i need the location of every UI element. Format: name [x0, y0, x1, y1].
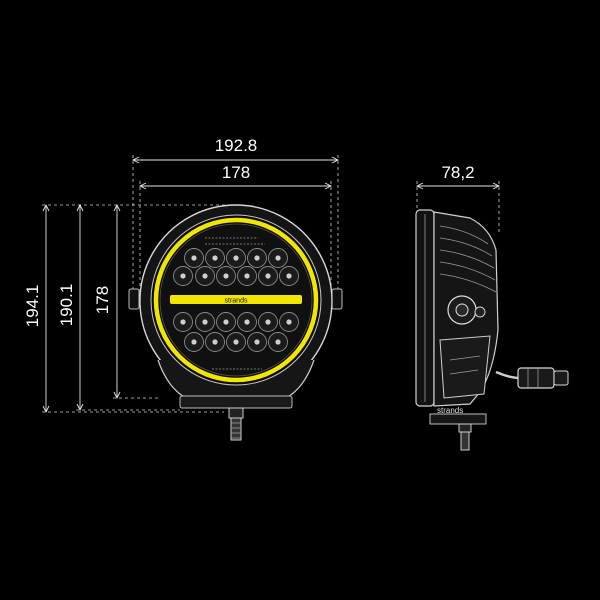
- led-dot: [265, 319, 271, 325]
- height-dimension-194: 194.1: [23, 203, 230, 414]
- side-bolt-thread: [460, 431, 470, 451]
- dim-label-178-width: 178: [222, 163, 250, 182]
- dim-label-78-2: 78,2: [441, 163, 474, 182]
- led-dot: [286, 319, 292, 325]
- power-connector: [517, 367, 555, 389]
- side-screw: [474, 306, 486, 318]
- led-dot: [286, 273, 292, 279]
- led-dot: [191, 339, 197, 345]
- power-connector-plug: [553, 370, 569, 386]
- led-dot: [202, 319, 208, 325]
- front-view-lamp: strands: [128, 204, 343, 441]
- housing-base-plate: [179, 395, 293, 409]
- side-view-lamp: strands: [415, 209, 569, 451]
- height-dimension-190: 190.1: [57, 203, 180, 412]
- led-dot: [180, 319, 186, 325]
- mount-bolt-thread: [230, 417, 242, 441]
- reflector-cells: [173, 248, 299, 352]
- dim-label-194-1: 194.1: [23, 285, 42, 328]
- dim-label-190-1: 190.1: [57, 284, 76, 327]
- drl-bar: [170, 295, 302, 304]
- halo-ring: [153, 217, 319, 383]
- width-dimension-178: 178: [138, 163, 333, 295]
- dim-label-192-8: 192.8: [215, 136, 258, 155]
- front-brand-label: strands: [225, 298, 248, 305]
- led-dot: [233, 339, 239, 345]
- depth-dimension-78: 78,2: [415, 163, 501, 232]
- led-dot: [223, 273, 229, 279]
- led-dot: [202, 273, 208, 279]
- side-bracket: [439, 335, 491, 399]
- led-dot: [233, 255, 239, 261]
- cooling-fins: [439, 225, 497, 293]
- led-dot: [244, 319, 250, 325]
- led-dot: [212, 255, 218, 261]
- power-cable: [495, 370, 521, 380]
- led-dot: [212, 339, 218, 345]
- led-dot: [244, 273, 250, 279]
- adjust-knob-center: [455, 303, 469, 317]
- led-dot: [254, 339, 260, 345]
- led-dot: [275, 339, 281, 345]
- side-base-plate: [429, 413, 487, 425]
- dim-label-178-height: 178: [93, 286, 112, 314]
- right-mount-ear: [331, 288, 343, 310]
- mount-bolt-head: [228, 407, 244, 419]
- led-dot: [275, 255, 281, 261]
- led-dot: [254, 255, 260, 261]
- led-dot: [191, 255, 197, 261]
- side-bolt-head: [458, 423, 472, 433]
- left-mount-ear: [128, 288, 140, 310]
- led-dot: [265, 273, 271, 279]
- led-dot: [180, 273, 186, 279]
- side-brand-label: strands: [437, 406, 463, 415]
- height-dimension-178: 178: [93, 203, 160, 400]
- width-dimension-192: 192.8: [131, 136, 340, 292]
- led-dot: [223, 319, 229, 325]
